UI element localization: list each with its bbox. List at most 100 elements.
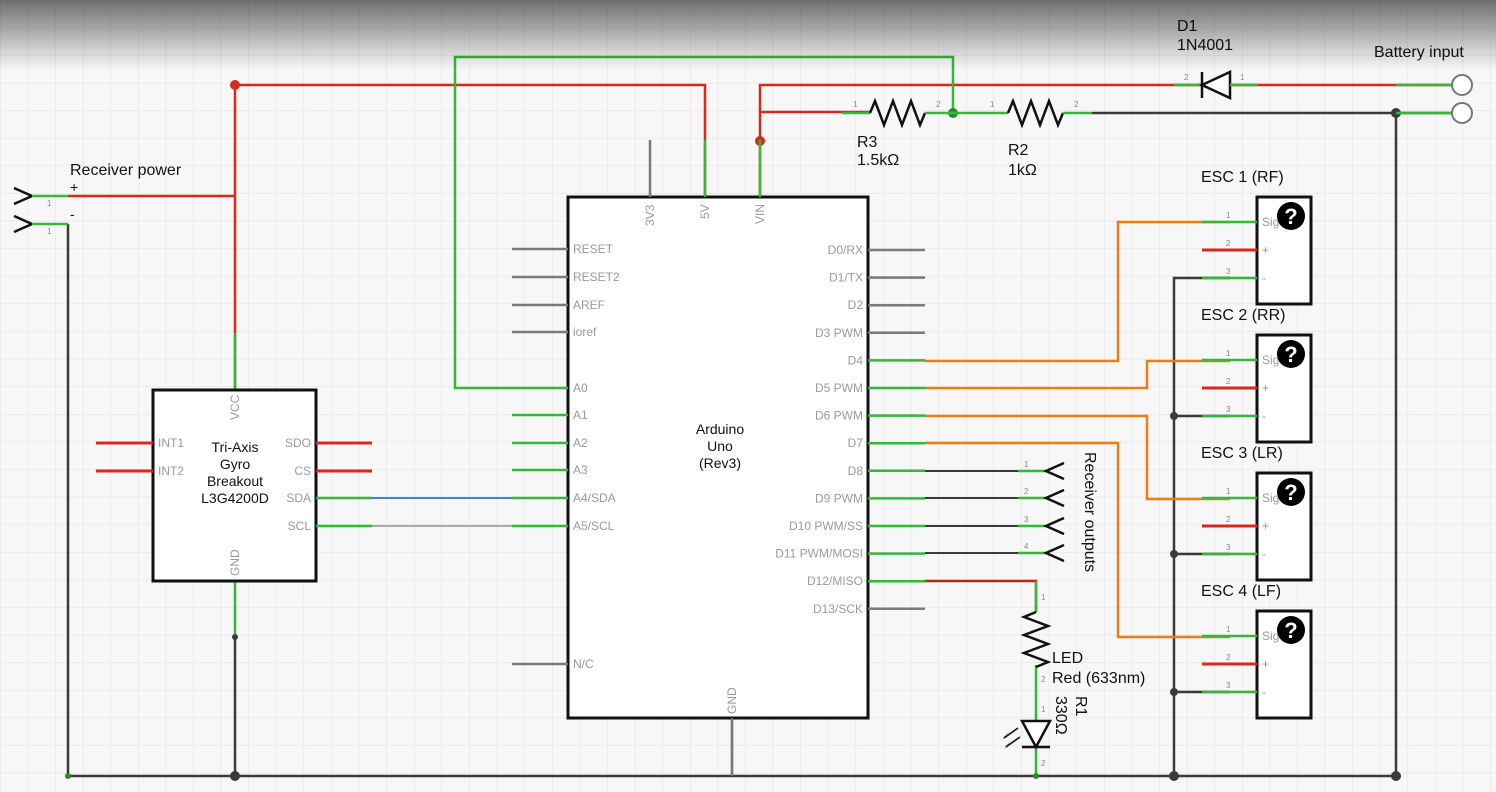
resistor-r2[interactable]: 1 2 R2 1kΩ	[953, 97, 1092, 179]
junction-dot	[1169, 771, 1179, 781]
r1-ref: R1	[1072, 696, 1089, 717]
wire-d5-esc2	[925, 359, 1230, 390]
arduino-right-pin-label: D4	[848, 353, 864, 367]
receiver-output-pin	[1042, 516, 1065, 536]
pin-number: 3	[1226, 267, 1231, 276]
pin-number: 2	[1184, 73, 1189, 82]
receiver-power-minus: -	[70, 206, 75, 222]
r3-value: 1.5kΩ	[857, 152, 899, 169]
question-icon-mark: ?	[1284, 204, 1297, 229]
junction-dot	[1170, 412, 1178, 420]
junction-dot	[1170, 688, 1178, 696]
arduino-right-pin-label: D5 PWM	[815, 381, 863, 395]
question-icon-mark: ?	[1284, 342, 1297, 367]
gyro-breakout[interactable]: Tri-Axis Gyro Breakout L3G4200D INT1 INT…	[96, 388, 372, 583]
wire-d7-esc4	[925, 441, 1230, 639]
receiver-outputs-label: Receiver outputs	[1081, 452, 1098, 572]
led-emission-arrow	[1005, 736, 1021, 748]
pin-number: 1	[1041, 705, 1046, 714]
junction-dot	[232, 634, 238, 640]
arduino-right-pin-label: D3 PWM	[815, 326, 863, 340]
pin-number: 2	[1226, 377, 1231, 386]
junction-dot	[1170, 550, 1178, 558]
arduino-right-pin-label: D9 PWM	[815, 491, 863, 505]
esc-pin-minus: -	[1262, 547, 1266, 561]
esc-pin-plus: +	[1262, 519, 1269, 533]
esc-label: ESC 1 (RF)	[1201, 169, 1284, 186]
receiver-power-connector[interactable]: Receiver power + - 1 1	[13, 162, 182, 236]
pin-number: 2	[1226, 653, 1231, 662]
arduino-uno[interactable]: Arduino Uno (Rev3) 3V3 5V VIN GND RESETR…	[512, 140, 925, 776]
led-label-2: Red (633nm)	[1052, 670, 1145, 687]
gyro-pin-cs: CS	[294, 464, 311, 478]
pin-number: 1	[47, 227, 52, 236]
led-label-1: LED	[1052, 650, 1083, 667]
gyro-label-3: Breakout	[207, 473, 263, 489]
r3-ref: R3	[857, 134, 878, 151]
r2-ref: R2	[1008, 142, 1029, 159]
gyro-label-4: L3G4200D	[201, 490, 269, 506]
question-icon: ?	[1277, 478, 1305, 506]
gyro-pin-sdo: SDO	[285, 436, 311, 450]
arduino-left-pins: RESETRESET2AREFiorefA0A1A2A3A4/SDAA5/SCL…	[512, 242, 620, 671]
gyro-body	[151, 388, 318, 583]
gyro-label-2: Gyro	[220, 456, 251, 472]
battery-terminal-plus[interactable]	[1451, 74, 1473, 96]
question-icon-circle	[1277, 478, 1305, 506]
pin-number: 1	[1024, 460, 1029, 469]
arduino-pin-3v3: 3V3	[643, 204, 657, 226]
led-circuit[interactable]: 1 2 LED Red (633nm) R1 330Ω 1 2	[1002, 581, 1145, 768]
junction-dot	[230, 771, 240, 781]
esc-pin-minus: -	[1262, 409, 1266, 423]
arduino-left-pin-label: ioref	[573, 325, 597, 339]
pin-number: 2	[1226, 515, 1231, 524]
gyro-pin-sda: SDA	[286, 491, 311, 505]
gyro-pin-gnd: GND	[228, 549, 242, 576]
question-icon: ?	[1277, 616, 1305, 644]
gyro-pin-int1: INT1	[158, 436, 184, 450]
arduino-right-pin-label: D0/RX	[828, 243, 863, 257]
led-emission-arrowhead	[1004, 740, 1012, 749]
esc-pin-plus: +	[1262, 243, 1269, 257]
gyro-pin-int2: INT2	[158, 464, 184, 478]
arduino-rev: (Rev3)	[699, 455, 741, 471]
arduino-right-pin-label: D6 PWM	[815, 409, 863, 423]
esc-pin-minus: -	[1262, 271, 1266, 285]
r2-zigzag	[1006, 97, 1065, 129]
battery-terminal-minus[interactable]	[1451, 102, 1473, 124]
arduino-left-pin-label: A5/SCL	[573, 519, 615, 533]
question-icon-mark: ?	[1284, 480, 1297, 505]
receiver-power-plus: +	[70, 179, 78, 195]
pin-number: 2	[936, 100, 941, 109]
arduino-left-pin-label: A4/SDA	[573, 491, 616, 505]
arduino-right-pin-label: D8	[848, 464, 864, 478]
pin-number: 2	[1226, 239, 1231, 248]
esc-pin-minus: -	[1262, 685, 1266, 699]
r1-zigzag	[1020, 610, 1052, 669]
arduino-left-pin-label: AREF	[573, 298, 605, 312]
arduino-name: Arduino	[696, 421, 744, 437]
r3-zigzag	[868, 97, 927, 129]
junction-dot	[230, 80, 240, 90]
resistor-r3[interactable]: 1 2 R3 1.5kΩ	[842, 97, 953, 169]
arduino-left-pin-label: A0	[573, 381, 588, 395]
question-icon: ?	[1277, 340, 1305, 368]
esc-label: ESC 3 (LR)	[1201, 445, 1283, 462]
esc-label: ESC 2 (RR)	[1201, 307, 1285, 324]
arduino-right-pin-label: D2	[848, 298, 864, 312]
arduino-left-pin-label: RESET2	[573, 270, 620, 284]
arduino-body	[566, 195, 870, 720]
r2-value: 1kΩ	[1008, 162, 1037, 179]
battery-input-label: Battery input	[1374, 44, 1464, 61]
arduino-model: Uno	[707, 438, 733, 454]
led-triangle	[1019, 719, 1053, 750]
esc-pin-sig: Sig	[1262, 491, 1279, 505]
pin-number: 2	[1074, 100, 1079, 109]
gyro-pin-vcc: VCC	[228, 394, 242, 420]
